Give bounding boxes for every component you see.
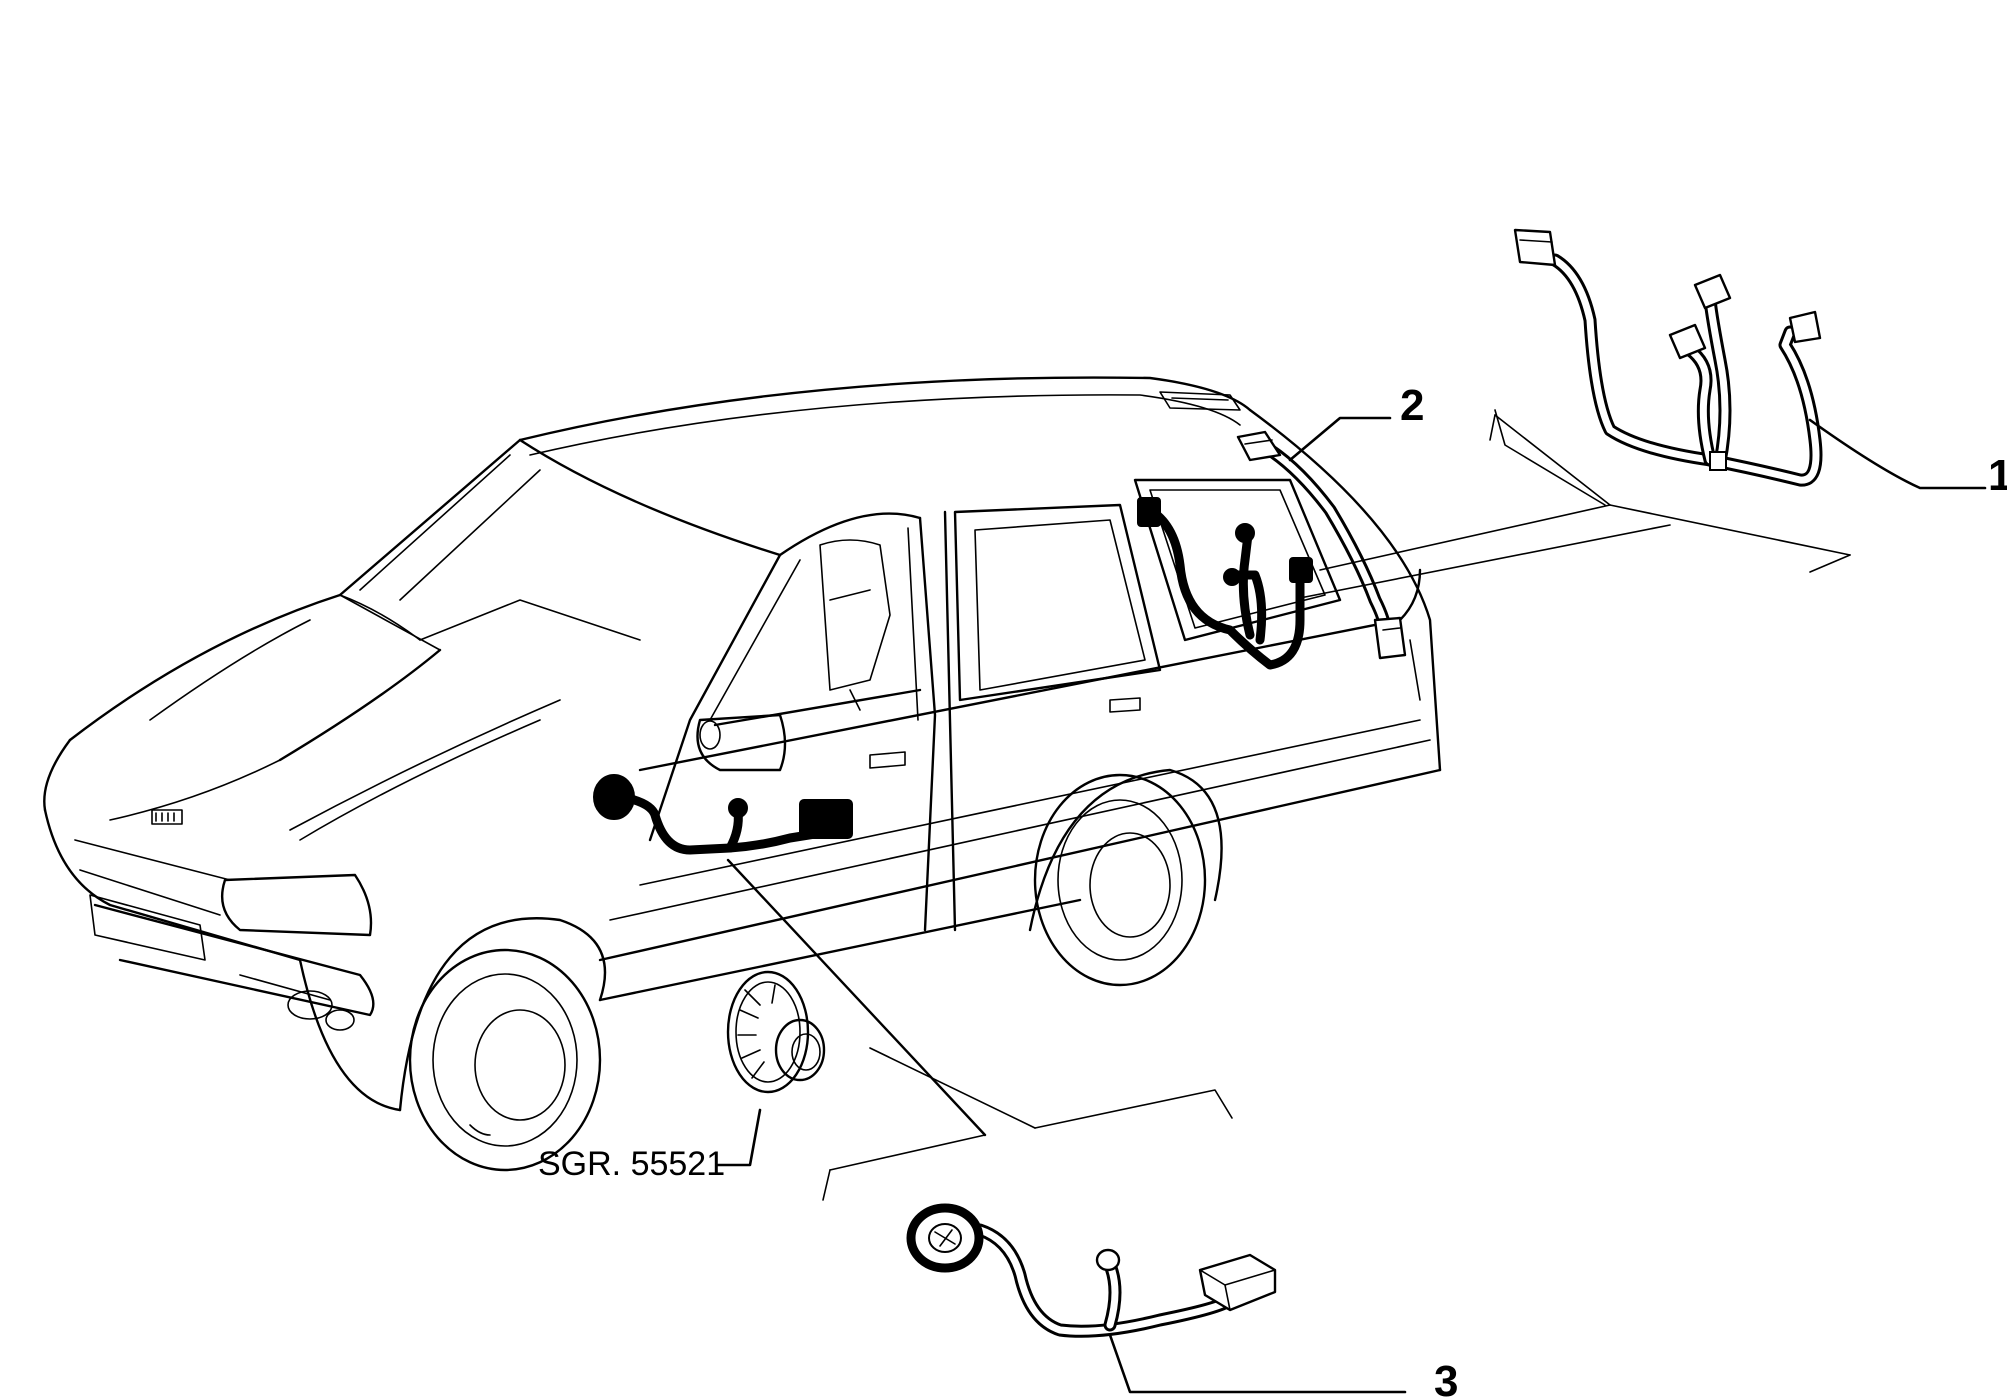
harness-3-detail [906, 1203, 1277, 1338]
connector-icon [1223, 568, 1241, 586]
car-illustration [43, 376, 1442, 1172]
callout-1: 1 [1988, 451, 2007, 500]
harness-2-on-car [1137, 497, 1313, 670]
harness-1-detail [1513, 228, 1823, 487]
callout-2: 2 [1400, 381, 1424, 430]
leader-lines [716, 416, 1987, 1394]
connector-icon [799, 799, 853, 839]
sub-group-reference: SGR. 55521 [538, 1145, 725, 1183]
connector-icon [593, 774, 635, 820]
connector-icon [1788, 310, 1822, 344]
connector-icon [1373, 616, 1407, 660]
connector-icon [1668, 323, 1707, 360]
callout-3: 3 [1434, 1357, 1458, 1398]
connector-icon [1095, 1248, 1121, 1272]
connector-icon [906, 1203, 984, 1273]
connector-icon [1137, 497, 1161, 527]
connector-icon [1236, 430, 1282, 462]
harness-3-on-car [593, 774, 853, 855]
guide-lines [726, 409, 1851, 1201]
connector-icon [1235, 523, 1255, 543]
harness-2-detail [1236, 430, 1407, 660]
speaker-icon [726, 970, 826, 1094]
connector-icon [1198, 1253, 1277, 1312]
connector-icon [1513, 228, 1557, 267]
connector-icon [728, 798, 748, 818]
connector-icon [1693, 273, 1732, 310]
connector-icon [1289, 557, 1313, 583]
